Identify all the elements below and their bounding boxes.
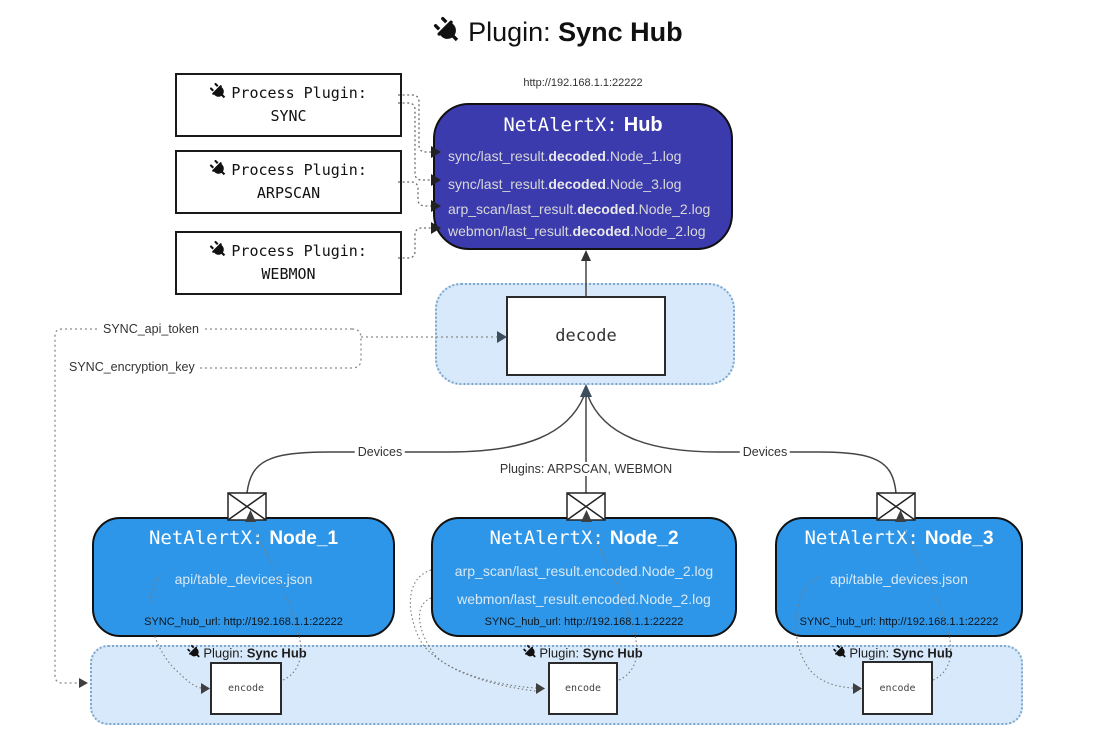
process-plugin-label: Process Plugin: — [231, 83, 367, 102]
process-plugin-row: Process Plugin: — [210, 159, 367, 182]
node-file-line: webmon/last_result.encoded.Node_2.log — [457, 591, 711, 607]
sync-wire-1 — [398, 94, 431, 153]
netalertx-node3-box: NetAlertX:Node_3 api/table_devices.json … — [775, 517, 1023, 637]
hub-log-line: sync/last_result.decoded.Node_3.log — [448, 176, 682, 192]
hub-log-line: arp_scan/last_result.decoded.Node_2.log — [448, 201, 711, 217]
arpscan-wire — [398, 181, 431, 207]
sync-encryption-key-label: SYNC_encryption_key — [66, 360, 198, 374]
webmon-wire — [398, 227, 431, 259]
node-file-line: api/table_devices.json — [174, 571, 313, 587]
plug-icon — [523, 644, 537, 659]
encode-box: encode — [548, 662, 618, 715]
node-title: NetAlertX:Node_2 — [489, 527, 679, 549]
sync-api-token-label: SYNC_api_token — [100, 322, 202, 336]
node-title: NetAlertX:Node_1 — [148, 527, 339, 549]
process-plugin-sync: Process Plugin: SYNC — [175, 73, 402, 137]
plug-icon — [210, 159, 227, 176]
hub-log-line: sync/last_result.decoded.Node_1.log — [448, 148, 682, 164]
node-hub-url: SYNC_hub_url: http://192.168.1.1:22222 — [484, 616, 684, 628]
plug-icon — [210, 82, 227, 99]
encode-box: encode — [210, 662, 282, 715]
netalertx-hub-box: NetAlertX:Hub sync/last_result.decoded.N… — [433, 103, 733, 250]
netalertx-node1-box: NetAlertX:Node_1 api/table_devices.json … — [92, 517, 395, 637]
encode-box: encode — [862, 661, 933, 715]
process-plugin-name: SYNC — [270, 107, 307, 125]
process-plugin-row: Process Plugin: — [210, 82, 367, 105]
node-file-line: arp_scan/last_result.encoded.Node_2.log — [454, 563, 714, 579]
envelope-icon — [566, 492, 606, 521]
encoder-plugin-label: Plugin: Sync Hub — [523, 644, 643, 660]
process-plugin-label: Process Plugin: — [231, 241, 367, 260]
node-file-line: api/table_devices.json — [830, 571, 968, 587]
title-highlight: Sync Hub — [558, 17, 683, 47]
netalertx-node2-box: NetAlertX:Node_2 arp_scan/last_result.en… — [431, 517, 737, 637]
node-hub-url: SYNC_hub_url: http://192.168.1.1:22222 — [144, 616, 343, 628]
hub-title-mono: NetAlertX: — [503, 114, 618, 136]
hub-log-line: webmon/last_result.decoded.Node_2.log — [448, 223, 706, 239]
sync-wire-2 — [398, 102, 431, 181]
envelope-icon — [876, 492, 916, 521]
encoder-plugin-label: Plugin: Sync Hub — [833, 644, 953, 660]
node-title: NetAlertX:Node_3 — [804, 527, 994, 549]
devices-edge-label-left: Devices — [354, 445, 406, 459]
title-text: Plugin: — [468, 17, 559, 47]
process-plugin-arpscan: Process Plugin: ARPSCAN — [175, 150, 402, 214]
encoder-plugin-label: Plugin: Sync Hub — [187, 644, 307, 660]
page-title: Plugin: Sync Hub — [0, 17, 1117, 48]
decode-box: decode — [506, 296, 666, 376]
hub-url-label: http://192.168.1.1:22222 — [523, 77, 643, 89]
process-plugin-name: WEBMON — [261, 265, 316, 283]
process-plugin-webmon: Process Plugin: WEBMON — [175, 231, 402, 295]
plug-icon — [833, 644, 847, 659]
node-hub-url: SYNC_hub_url: http://192.168.1.1:22222 — [799, 616, 999, 628]
hub-title-bold: Hub — [623, 114, 663, 136]
hub-title: NetAlertX:Hub — [435, 114, 731, 137]
plug-icon — [187, 644, 201, 659]
envelope-icon — [227, 492, 267, 521]
plug-icon — [434, 17, 461, 44]
devices-edge-label-right: Devices — [739, 445, 791, 459]
process-plugin-name: ARPSCAN — [256, 184, 321, 202]
plug-icon — [210, 240, 227, 257]
plugins-edge-label: Plugins: ARPSCAN, WEBMON — [496, 462, 676, 476]
node1-devices-curve — [246, 395, 585, 494]
process-plugin-row: Process Plugin: — [210, 240, 367, 263]
process-plugin-label: Process Plugin: — [231, 160, 367, 179]
